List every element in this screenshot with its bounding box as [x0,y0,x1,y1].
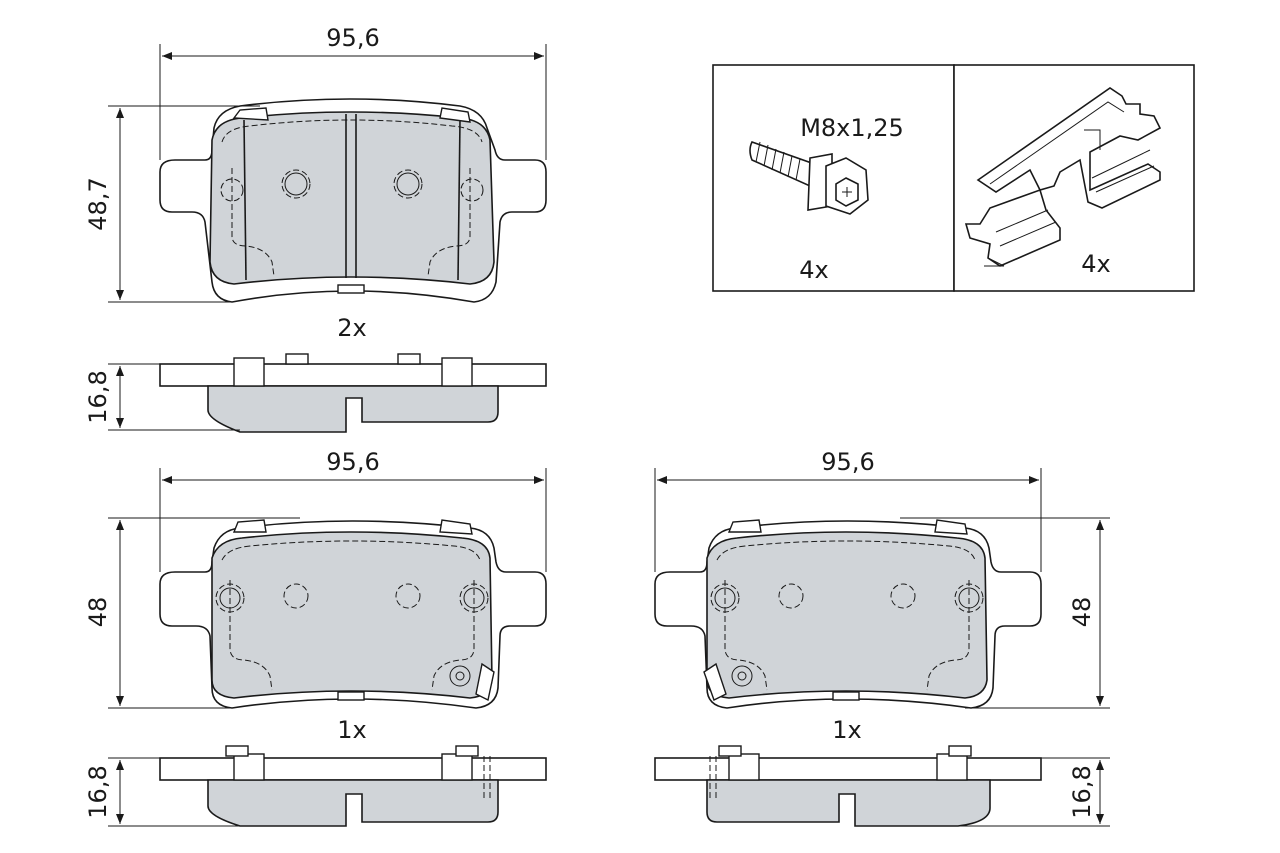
bottom-left-thickness-dimension: 16,8 [84,757,240,827]
top-thickness-label: 16,8 [84,370,112,423]
top-height-label: 48,7 [84,177,112,230]
top-pad-friction-material [209,111,495,285]
top-pad-width-dimension: 95,6 [159,24,547,160]
bottom-right-pad-quantity: 1x [832,716,861,744]
bottom-right-width-dimension: 95,6 [654,448,1042,572]
bolt-spec-label: M8x1,25 [800,114,904,142]
bottom-right-pad-front-view [654,519,1042,709]
bottom-left-width-dimension: 95,6 [159,448,547,572]
bottom-left-thickness-label: 16,8 [84,765,112,818]
bolt-quantity: 4x [799,256,828,284]
bottom-right-height-label: 48 [1068,597,1096,628]
bottom-right-height-dimension: 48 [900,517,1110,709]
clip-quantity: 4x [1081,250,1110,278]
clip-icon [964,87,1162,267]
top-pad-side-view [159,353,547,433]
bottom-left-pad-side-view [159,745,547,827]
top-pad-front-view [159,98,547,303]
bottom-left-pad-quantity: 1x [337,716,366,744]
bottom-right-thickness-label: 16,8 [1068,765,1096,818]
top-pad-height-dimension: 48,7 [84,105,260,303]
bottom-left-height-label: 48 [84,597,112,628]
top-pad-quantity: 2x [337,314,366,342]
accessory-box-bolt: M8x1,25 4x [712,64,955,292]
bolt-icon [749,141,869,215]
top-pad-thickness-dimension: 16,8 [84,363,240,431]
top-width-label: 95,6 [326,24,379,52]
accessory-box-clip: 4x [953,64,1195,292]
bottom-left-width-label: 95,6 [326,448,379,476]
bottom-right-thickness-dimension: 16,8 [958,757,1110,827]
bottom-right-width-label: 95,6 [821,448,874,476]
bottom-left-height-dimension: 48 [84,517,300,709]
bottom-left-pad-front-view [159,519,547,709]
bottom-right-pad-side-view [654,745,1042,827]
